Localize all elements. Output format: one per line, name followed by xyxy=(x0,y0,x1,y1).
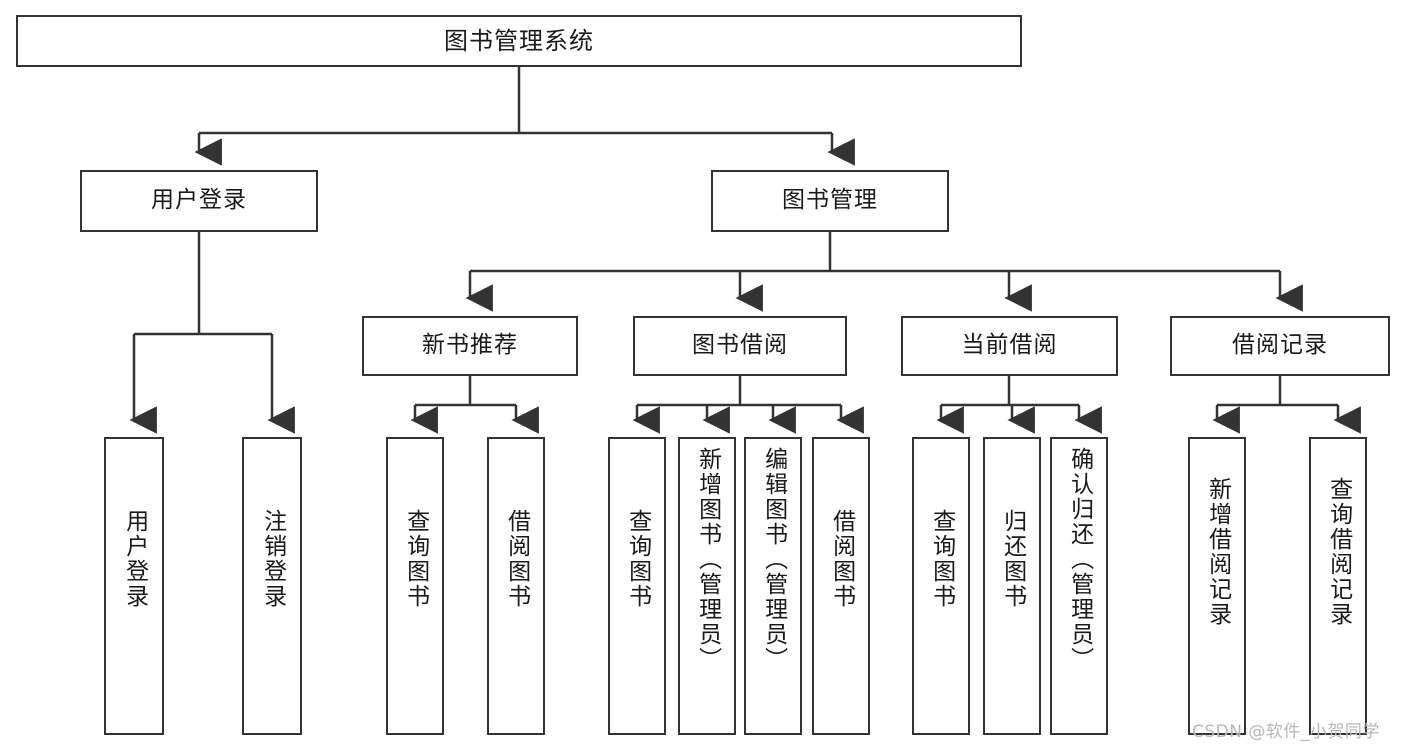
node-book-manage[interactable]: 图书管理 xyxy=(711,170,949,232)
node-leaf-query-record[interactable]: 查询借阅记录 xyxy=(1309,437,1367,735)
node-leaf-query-book-1-label: 查询图书 xyxy=(402,509,429,609)
node-leaf-query-book-2[interactable]: 查询图书 xyxy=(608,437,666,735)
node-leaf-query-book-3-label: 查询图书 xyxy=(928,509,955,609)
node-leaf-borrow-book-2-label: 借阅图书 xyxy=(828,509,855,609)
node-leaf-borrow-book-1-label: 借阅图书 xyxy=(503,509,530,609)
node-leaf-confirm-return-label: 确认归还（管理员） xyxy=(1066,447,1093,672)
node-leaf-query-book-2-label: 查询图书 xyxy=(624,509,651,609)
node-leaf-query-book-1[interactable]: 查询图书 xyxy=(386,437,444,735)
node-leaf-return-book-label: 归还图书 xyxy=(999,509,1026,609)
node-new-book-recommend-label: 新书推荐 xyxy=(422,332,518,359)
node-new-book-recommend[interactable]: 新书推荐 xyxy=(362,316,578,376)
node-leaf-borrow-book-2[interactable]: 借阅图书 xyxy=(812,437,870,735)
node-leaf-add-book[interactable]: 新增图书（管理员） xyxy=(678,437,736,735)
node-current-borrow-label: 当前借阅 xyxy=(961,332,1058,359)
node-leaf-add-record[interactable]: 新增借阅记录 xyxy=(1188,437,1246,735)
node-leaf-borrow-book-1[interactable]: 借阅图书 xyxy=(487,437,545,735)
node-root-label: 图书管理系统 xyxy=(444,26,594,55)
node-leaf-user-login[interactable]: 用户登录 xyxy=(104,437,164,735)
node-book-manage-label: 图书管理 xyxy=(782,187,878,214)
node-leaf-confirm-return[interactable]: 确认归还（管理员） xyxy=(1050,437,1108,735)
node-borrow-record-label: 借阅记录 xyxy=(1232,332,1328,359)
node-user-login-label: 用户登录 xyxy=(151,187,247,214)
node-leaf-user-logout-label: 注销登录 xyxy=(259,509,286,609)
node-leaf-return-book[interactable]: 归还图书 xyxy=(983,437,1041,735)
node-current-borrow[interactable]: 当前借阅 xyxy=(901,316,1118,376)
node-book-borrow[interactable]: 图书借阅 xyxy=(633,316,847,376)
node-book-borrow-label: 图书借阅 xyxy=(692,332,788,359)
node-root[interactable]: 图书管理系统 xyxy=(16,15,1022,67)
node-leaf-query-record-label: 查询借阅记录 xyxy=(1325,477,1352,627)
node-leaf-edit-book[interactable]: 编辑图书（管理员） xyxy=(744,437,802,735)
node-borrow-record[interactable]: 借阅记录 xyxy=(1170,316,1390,376)
node-leaf-user-login-label: 用户登录 xyxy=(121,509,148,609)
node-leaf-edit-book-label: 编辑图书（管理员） xyxy=(760,447,787,672)
node-leaf-query-book-3[interactable]: 查询图书 xyxy=(912,437,970,735)
node-leaf-user-logout[interactable]: 注销登录 xyxy=(242,437,302,735)
node-leaf-add-record-label: 新增借阅记录 xyxy=(1204,477,1231,627)
node-user-login[interactable]: 用户登录 xyxy=(80,170,318,232)
node-leaf-add-book-label: 新增图书（管理员） xyxy=(694,447,721,672)
watermark-text: CSDN @软件_小贺同学 xyxy=(1192,722,1380,742)
